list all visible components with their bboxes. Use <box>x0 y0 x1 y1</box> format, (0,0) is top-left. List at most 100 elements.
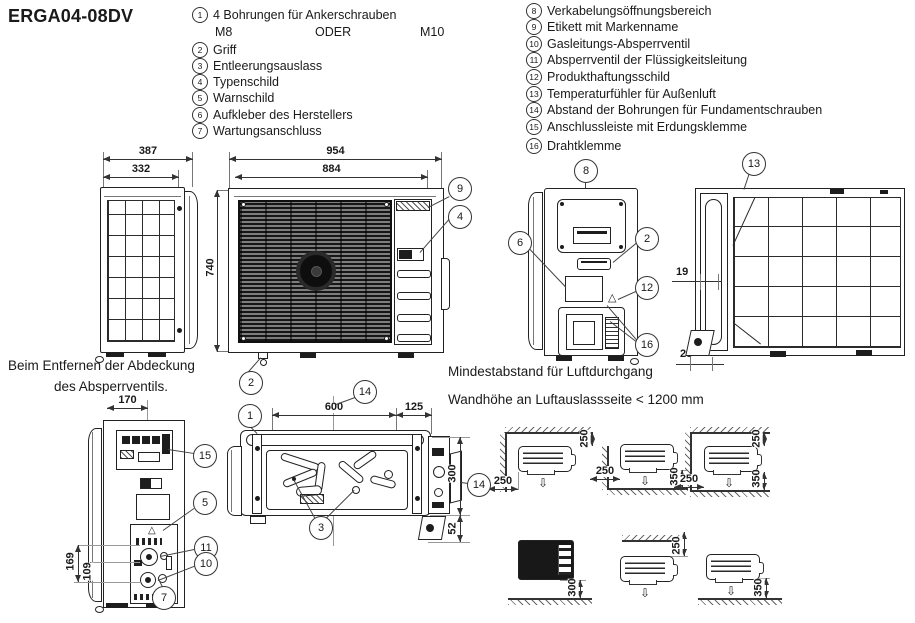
callout-15: 15 <box>193 444 217 468</box>
extension-line <box>432 437 470 438</box>
bolt <box>415 496 420 501</box>
drain-hole <box>384 470 393 479</box>
dim-clear-side: 250 <box>488 476 518 492</box>
dim-line <box>272 412 396 418</box>
callout-badge-2: 2 <box>192 42 208 58</box>
base-top-rail <box>246 434 424 446</box>
legend-item-10: 10 Gasleitungs-Absperrventil <box>526 36 690 52</box>
callout-badge-13: 13 <box>526 86 542 102</box>
wall-hatch <box>607 489 688 495</box>
dim-line <box>674 484 704 490</box>
dim-line <box>396 412 432 418</box>
dim-label: 954 <box>325 145 346 157</box>
drawing-detail <box>577 231 607 234</box>
extension-line <box>690 357 691 371</box>
callout-badge-11: 11 <box>526 52 542 68</box>
legend-label: Entleerungsauslass <box>213 59 323 73</box>
warning-label <box>136 494 170 520</box>
drawing-detail <box>189 196 190 344</box>
handle <box>227 446 242 516</box>
foot <box>250 516 266 524</box>
legend-label: Typenschild <box>213 75 280 89</box>
dim-label: 250 <box>578 429 591 448</box>
dim-label: 600 <box>323 401 345 413</box>
wall-left <box>685 432 692 490</box>
dim-clear-side: 250 <box>674 474 704 490</box>
panel-slot <box>397 314 431 322</box>
drawing-detail <box>432 502 444 508</box>
ground-hatch <box>508 599 592 605</box>
extension-line <box>712 357 713 371</box>
callout-badge-9: 9 <box>526 19 542 35</box>
pipe-cover-bump <box>441 258 450 310</box>
extension-line <box>441 152 442 188</box>
dim-clear-side: 250 <box>590 466 620 482</box>
dim-label: 300 <box>566 578 579 597</box>
wall-top <box>690 427 770 434</box>
dim-line <box>672 281 722 282</box>
callout-8: 8 <box>574 159 598 183</box>
nameplate-print <box>399 250 412 259</box>
bolt-channel <box>252 434 262 514</box>
warning-triangle-icon: △ <box>608 292 617 304</box>
wall-hatch <box>622 535 680 540</box>
callout-badge-5: 5 <box>192 90 208 106</box>
legend-item-3: 3 Entleerungsauslass <box>192 58 322 74</box>
drain-hook <box>630 358 639 365</box>
dim-fin-guard-depth: 19 <box>676 266 689 278</box>
extension-line <box>396 408 397 434</box>
unit-side-slots <box>558 545 571 575</box>
callout-9: 9 <box>448 177 472 201</box>
legend-label: 4 Bohrungen für Ankerschrauben <box>213 8 397 22</box>
screw <box>619 202 623 206</box>
drawing-detail <box>141 479 151 488</box>
anchor-size-m10: M10 <box>420 25 445 39</box>
side-fin-guard <box>88 428 102 602</box>
wall-bottom <box>690 490 770 497</box>
drain-hook <box>95 356 104 363</box>
dim-label: 332 <box>130 163 152 175</box>
drain-hook <box>95 606 104 613</box>
outdoor-unit-icon <box>706 554 764 583</box>
remove-cover-note-line1: Beim Entfernen der Abdeckung <box>8 358 195 373</box>
legend-item-12: 12 Produkthaftungsschild <box>526 69 670 85</box>
legend-label: Temperaturfühler für Außenluft <box>547 87 716 101</box>
legend-item-13: 13 Temperaturfühler für Außenluft <box>526 86 716 102</box>
callout-badge-16: 16 <box>526 138 542 154</box>
wall-hatch <box>500 432 505 492</box>
callout-10: 10 <box>194 552 218 576</box>
drawing-detail <box>136 538 162 545</box>
valve-port <box>433 466 445 478</box>
extension-line <box>428 542 470 543</box>
extension-line <box>431 408 432 434</box>
screw <box>619 245 623 249</box>
drawing-detail <box>432 448 444 456</box>
ground-hatch <box>698 599 782 605</box>
side-fin-guard <box>528 192 543 350</box>
drawing-detail <box>104 196 181 197</box>
drawing-detail <box>533 197 534 345</box>
screw <box>177 206 182 211</box>
legend-item-8: 8 Verkabelungsöffnungsbereich <box>526 3 711 19</box>
side-fin-grid <box>107 200 175 342</box>
extension-line <box>218 190 230 191</box>
callout-badge-15: 15 <box>526 119 542 135</box>
callout-2: 2 <box>239 371 263 395</box>
wall-left <box>500 432 507 492</box>
valve-stem <box>145 577 151 583</box>
legend-label: Drahtklemme <box>547 139 622 153</box>
brand-label <box>396 201 430 211</box>
dim-valve-cover-width: 170 <box>107 395 148 411</box>
callout-badge-6: 6 <box>192 107 208 123</box>
ground-line <box>508 598 592 605</box>
extension-line <box>518 472 519 490</box>
outdoor-unit-icon <box>704 446 762 475</box>
foot <box>770 351 786 357</box>
drawing-detail <box>300 494 324 504</box>
drawing-detail <box>138 452 160 462</box>
screw <box>560 202 564 206</box>
side-fin-guard <box>184 191 198 349</box>
rear-panel-slot <box>705 199 722 345</box>
wall-top <box>505 427 592 434</box>
dim-clear-top-line <box>589 432 595 446</box>
